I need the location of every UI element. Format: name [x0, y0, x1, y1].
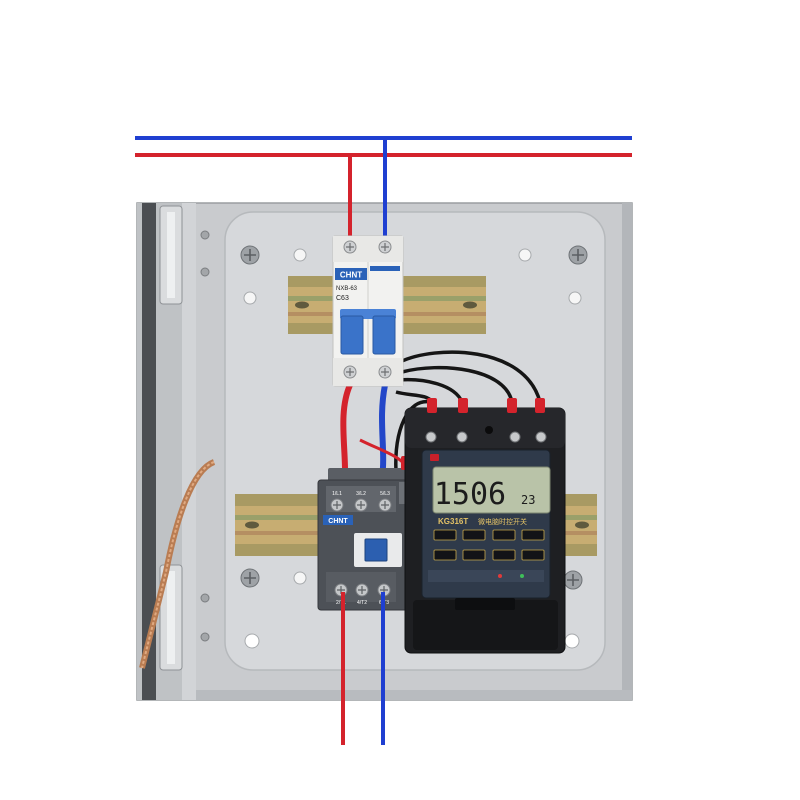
timer-base: [413, 600, 558, 650]
timer-work-led: [520, 574, 524, 578]
control-wire-black: [399, 350, 542, 403]
contactor-brand-band: [323, 515, 353, 525]
timer-button[interactable]: [462, 529, 486, 541]
breaker-handle: [372, 315, 396, 355]
breaker-terminal-screw: [343, 240, 357, 254]
timer-crimp-red: [458, 398, 468, 413]
timer-power-led: [498, 574, 502, 578]
timer-base-notch: [455, 598, 515, 610]
timer-model: KG316T: [438, 517, 468, 526]
timer-button[interactable]: [492, 529, 516, 541]
enclosure-right-edge: [622, 203, 632, 700]
plate-hole: [518, 248, 532, 262]
live-drop-wire: [348, 153, 352, 245]
plate-hole: [293, 248, 307, 262]
timer-terminal-screw: [456, 431, 468, 443]
plate-hole: [293, 571, 307, 585]
contactor-terminal-label: 5/L3: [380, 491, 390, 497]
control-wire-black: [401, 365, 514, 403]
timer-terminal-screw: [509, 431, 521, 443]
breaker-to-contactor-neutral: [379, 384, 388, 479]
timer-button[interactable]: [492, 549, 516, 561]
neutral-drop-wire: [383, 136, 387, 245]
timer-lcd-time: 1506: [434, 477, 506, 512]
contactor: 1/L1 3/L2 5/L3 CHNT 2/T1 4/T2 6/T3: [317, 456, 424, 611]
timer-terminal-screw: [535, 431, 547, 443]
timer-button[interactable]: [521, 529, 545, 541]
timer-bottom-strip: [428, 570, 544, 582]
neutral-load-line: [381, 592, 385, 745]
timer-button[interactable]: [433, 529, 457, 541]
rail-slot: [463, 301, 477, 309]
plate-hole: [568, 291, 582, 305]
breaker-terminal-screw: [343, 365, 357, 379]
breaker-terminal-screw: [378, 365, 392, 379]
load-lines: [341, 592, 385, 745]
door-seal: [142, 203, 156, 700]
control-wire-black: [397, 377, 464, 403]
breaker-right-band: [370, 266, 400, 271]
contactor-terminal-label: 1/L1: [332, 491, 342, 497]
timer-product-name: 微电脑时控开关: [478, 517, 527, 526]
timer-switch: 1506 23 KG316T 微电脑时控开关: [404, 398, 566, 654]
timer-crimp-red: [507, 398, 517, 413]
timer-logo: [430, 454, 439, 461]
contactor-terminal-label: 4/T2: [357, 600, 367, 606]
rail-slot: [295, 301, 309, 309]
timer-crimp-red: [427, 398, 437, 413]
contactor-plunger: [364, 538, 388, 562]
door-bolt: [200, 230, 210, 240]
plate-hole: [564, 633, 580, 649]
door-bolt: [200, 593, 210, 603]
timer-crimp-red: [535, 398, 545, 413]
live-load-line: [341, 592, 345, 745]
plate-screw: [568, 245, 588, 265]
door-frame-strip: [182, 203, 196, 700]
contactor-terminal-screw: [354, 498, 368, 512]
hinge-bottom-pin: [167, 571, 175, 664]
circuit-breaker: CHNT NXB-63 C63: [332, 235, 404, 387]
timer-terminal-screw: [425, 431, 437, 443]
hinge-top-pin: [167, 212, 175, 298]
control-wire-black: [394, 400, 431, 473]
breaker-brand-band: [335, 268, 367, 280]
timer-button-row: [433, 529, 545, 541]
rail-slot: [575, 521, 589, 529]
timer-lcd-seconds: 23: [521, 493, 535, 507]
rail-slot: [245, 521, 259, 529]
timer-button[interactable]: [433, 549, 457, 561]
timer-lcd: [432, 466, 551, 514]
plate-screw: [240, 245, 260, 265]
breaker-rating: C63: [336, 295, 349, 302]
plate-hole: [244, 633, 260, 649]
timer-button[interactable]: [521, 549, 545, 561]
contactor-terminal-screw: [378, 498, 392, 512]
contactor-brand: CHNT: [328, 518, 348, 525]
contactor-terminal-label: 3/L2: [356, 491, 366, 497]
breaker-terminal-screw: [378, 240, 392, 254]
plate-hole: [243, 291, 257, 305]
contactor-terminal-screw: [355, 583, 369, 597]
plate-screw: [563, 570, 583, 590]
ground-braid: [139, 459, 216, 669]
timer-button-row: [433, 549, 545, 561]
door-bolt: [200, 267, 210, 277]
breaker-handle: [340, 315, 364, 355]
plate-screw: [240, 568, 260, 588]
door-bolt: [200, 632, 210, 642]
breaker-model: NXB-63: [336, 286, 358, 292]
contactor-terminal-screw: [330, 498, 344, 512]
timer-mount-hole: [485, 426, 493, 434]
timer-button[interactable]: [462, 549, 486, 561]
breaker-brand: CHNT: [340, 271, 362, 280]
